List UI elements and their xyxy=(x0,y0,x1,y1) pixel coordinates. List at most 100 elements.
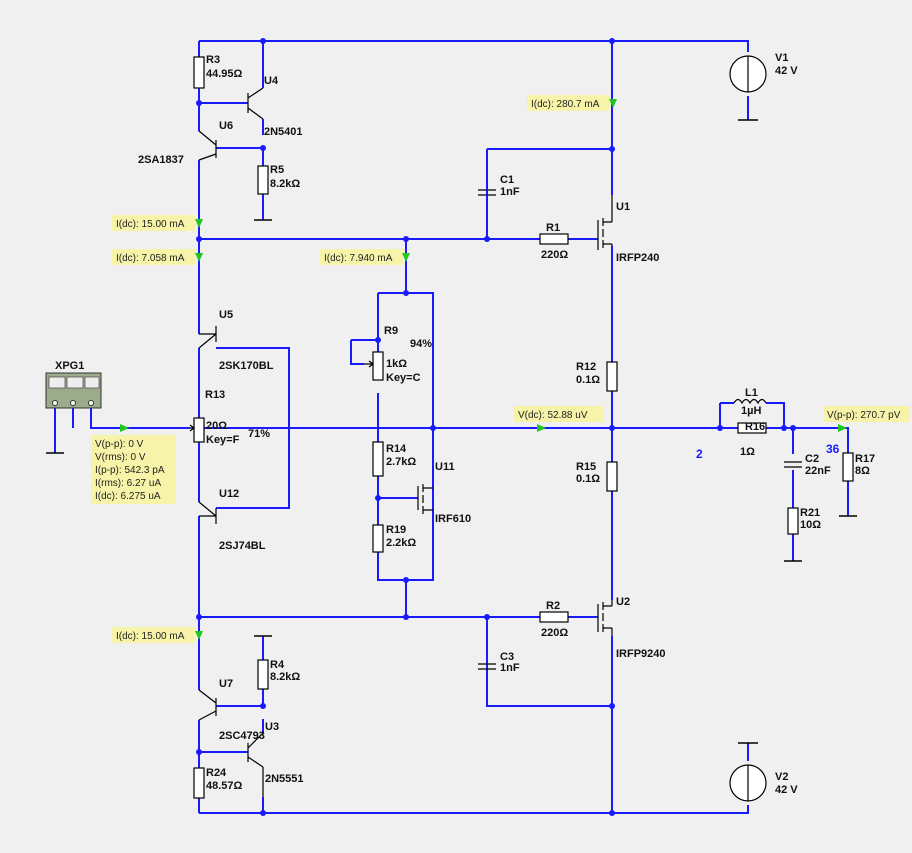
capacitors xyxy=(478,149,802,670)
label-r13-pct: 71% xyxy=(248,428,270,440)
label-r13-value: 20Ω xyxy=(206,420,227,432)
label-r24-value: 48.57Ω xyxy=(206,780,243,792)
transistors xyxy=(198,87,613,797)
probes xyxy=(91,95,910,643)
probe-readout-xpg-vrms: V(rms): 0 V xyxy=(95,452,146,463)
label-u6-part: 2SA1837 xyxy=(138,154,184,166)
component-labels: R3 44.95Ω U4 2N5401 U6 2SA1837 R5 8.2kΩ … xyxy=(55,52,875,796)
resistor-r17 xyxy=(842,452,854,482)
label-u11-ref: U11 xyxy=(435,461,455,473)
label-r4-ref: R4 xyxy=(270,659,285,671)
resistor-r12 xyxy=(606,361,618,392)
label-v1-value: 42 V xyxy=(775,65,798,77)
label-c2-ref: C2 xyxy=(805,453,819,465)
label-r2-ref: R2 xyxy=(546,600,560,612)
label-r13-key: Key=F xyxy=(206,434,240,446)
label-r16-value: 1Ω xyxy=(740,446,755,458)
label-u12-ref: U12 xyxy=(219,488,239,500)
label-r5-ref: R5 xyxy=(270,164,284,176)
resistor-r4 xyxy=(257,659,269,690)
label-r19-value: 2.2kΩ xyxy=(386,537,416,549)
label-c3-ref: C3 xyxy=(500,651,514,663)
label-xpg1-ref: XPG1 xyxy=(55,360,84,372)
net-label-2: 2 xyxy=(696,447,703,461)
probe-readout-u1: I(dc): 280.7 mA xyxy=(531,99,600,110)
label-r12-ref: R12 xyxy=(576,361,596,373)
label-r13-ref: R13 xyxy=(205,389,225,401)
label-r17-ref: R17 xyxy=(855,453,875,465)
resistor-r15 xyxy=(606,461,618,492)
label-r14-ref: R14 xyxy=(386,443,407,455)
label-r17-value: 8Ω xyxy=(855,465,870,477)
label-r9-value: 1kΩ xyxy=(386,358,407,370)
dc-sources xyxy=(729,55,767,802)
label-u1-part: IRFP240 xyxy=(616,252,659,264)
label-u7-part: 2SC4793 xyxy=(219,730,265,742)
label-c1-value: 1nF xyxy=(500,186,520,198)
label-r16-ref: R16 xyxy=(745,421,765,433)
label-r3-ref: R3 xyxy=(206,54,220,66)
label-r1-value: 220Ω xyxy=(541,249,568,261)
label-r9-pct: 94% xyxy=(410,338,432,350)
resistor-r2 xyxy=(539,611,569,623)
probe-readout-xpg-ipp: I(p-p): 542.3 pA xyxy=(95,465,165,476)
label-r1-ref: R1 xyxy=(546,222,560,234)
label-r3-value: 44.95Ω xyxy=(206,68,243,80)
label-r21-value: 10Ω xyxy=(800,519,821,531)
label-r9-ref: R9 xyxy=(384,325,398,337)
label-v2-ref: V2 xyxy=(775,771,788,783)
label-v1-ref: V1 xyxy=(775,52,788,64)
label-u6-ref: U6 xyxy=(219,120,233,132)
label-u4-part: 2N5401 xyxy=(264,126,303,138)
label-r15-value: 0.1Ω xyxy=(576,473,600,485)
label-r2-value: 220Ω xyxy=(541,627,568,639)
probe-readout-r9: I(dc): 7.940 mA xyxy=(324,253,393,264)
label-r14-value: 2.7kΩ xyxy=(386,456,416,468)
label-r19-ref: R19 xyxy=(386,524,406,536)
resistor-r1 xyxy=(539,233,569,245)
resistor-r24 xyxy=(193,767,205,799)
probe-readout-load-vpp: V(p-p): 270.7 pV xyxy=(827,410,901,421)
wires xyxy=(54,40,849,814)
probe-readout-xpg-idc: I(dc): 6.275 uA xyxy=(95,491,161,502)
resistor-r21 xyxy=(787,507,799,535)
label-u4-ref: U4 xyxy=(264,75,279,87)
label-u11-part: IRF610 xyxy=(435,513,471,525)
label-c3-value: 1nF xyxy=(500,662,520,674)
grounds xyxy=(46,119,857,744)
label-u3-part: 2N5551 xyxy=(265,773,304,785)
probe-readout-xpg-vpp: V(p-p): 0 V xyxy=(95,439,144,450)
label-r24-ref: R24 xyxy=(206,767,227,779)
resistor-r13 xyxy=(193,417,205,443)
probe-readout-output-dc: V(dc): 52.88 uV xyxy=(518,410,588,421)
junctions xyxy=(196,38,796,816)
label-u1-ref: U1 xyxy=(616,201,630,213)
label-r12-value: 0.1Ω xyxy=(576,374,600,386)
label-u5-part: 2SK170BL xyxy=(219,360,274,372)
label-v2-value: 42 V xyxy=(775,784,798,796)
probe-readout-xpg-irms: I(rms): 6.27 uA xyxy=(95,478,161,489)
label-r9-key: Key=C xyxy=(386,372,421,384)
resistor-r9 xyxy=(372,351,384,381)
probe-readout-upper-bias: I(dc): 15.00 mA xyxy=(116,219,185,230)
label-u2-ref: U2 xyxy=(616,596,630,608)
net-label-36: 36 xyxy=(826,442,840,456)
label-r4-value: 8.2kΩ xyxy=(270,671,300,683)
resistors xyxy=(189,56,854,799)
resistor-r14 xyxy=(372,441,384,477)
label-r5-value: 8.2kΩ xyxy=(270,178,300,190)
resistor-r3 xyxy=(193,56,205,89)
label-c1-ref: C1 xyxy=(500,174,514,186)
resistor-r5 xyxy=(257,165,269,195)
label-r15-ref: R15 xyxy=(576,461,596,473)
probe-readout-lower-bias: I(dc): 15.00 mA xyxy=(116,631,185,642)
probe-readout-u5: I(dc): 7.058 mA xyxy=(116,253,185,264)
inductor-l1 xyxy=(733,398,767,405)
label-u2-part: IRFP9240 xyxy=(616,648,666,660)
label-c2-value: 22nF xyxy=(805,465,831,477)
resistor-r19 xyxy=(372,524,384,553)
function-generator-xpg1[interactable] xyxy=(45,372,102,409)
label-u7-ref: U7 xyxy=(219,678,233,690)
label-u5-ref: U5 xyxy=(219,309,233,321)
